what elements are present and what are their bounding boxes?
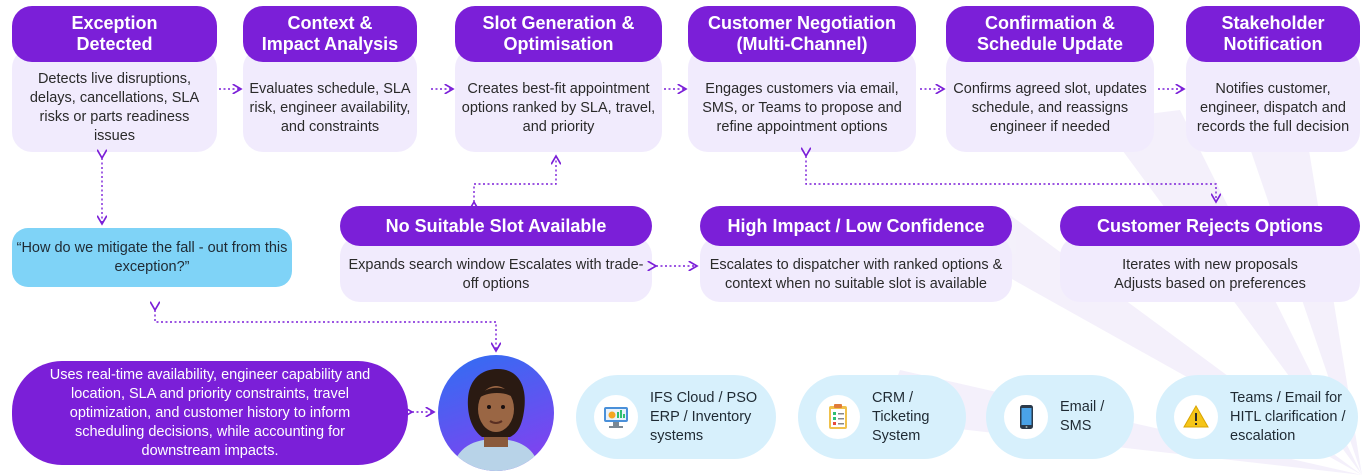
step-title: Confirmation & Schedule Update bbox=[946, 6, 1154, 62]
smartphone-icon bbox=[1004, 395, 1048, 439]
system-label: Teams / Email for HITL clarification / e… bbox=[1230, 389, 1346, 444]
step-card-confirmation: Confirms agreed slot, updates schedule, … bbox=[946, 6, 1154, 152]
system-crm: CRM / Ticketing System bbox=[798, 375, 966, 459]
step-title: Context & Impact Analysis bbox=[243, 6, 417, 62]
step-body: Detects live disruptions, delays, cancel… bbox=[12, 48, 217, 152]
mitigation-question: “How do we mitigate the fall - out from … bbox=[12, 228, 292, 287]
system-label: CRM / Ticketing System bbox=[872, 389, 930, 444]
agent-avatar bbox=[438, 355, 554, 471]
branch-title: Customer Rejects Options bbox=[1060, 206, 1360, 246]
agent-description: Uses real-time availability, engineer ca… bbox=[12, 361, 408, 465]
system-label: Email / SMS bbox=[1060, 399, 1105, 434]
branch-body: Escalates to dispatcher with ranked opti… bbox=[700, 236, 1012, 302]
step-body: Evaluates schedule, SLA risk, engineer a… bbox=[243, 48, 417, 152]
step-card-context-impact: Evaluates schedule, SLA risk, engineer a… bbox=[243, 6, 417, 152]
step-title: Slot Generation & Optimisation bbox=[455, 6, 662, 62]
step-body: Engages customers via email, SMS, or Tea… bbox=[688, 48, 916, 152]
step-title: Exception Detected bbox=[12, 6, 217, 62]
monitor-gear-icon bbox=[594, 395, 638, 439]
step-body: Notifies customer, engineer, dispatch an… bbox=[1186, 48, 1360, 152]
branch-card-no-suitable-slot: Expands search window Escalates with tra… bbox=[340, 206, 652, 302]
branch-card-high-impact: Escalates to dispatcher with ranked opti… bbox=[700, 206, 1012, 302]
system-ifs-cloud: IFS Cloud / PSO ERP / Inventory systems bbox=[576, 375, 776, 459]
system-teams-email: Teams / Email for HITL clarification / e… bbox=[1156, 375, 1358, 459]
system-email-sms: Email / SMS bbox=[986, 375, 1134, 459]
step-body: Creates best-fit appointment options ran… bbox=[455, 48, 662, 152]
branch-title: No Suitable Slot Available bbox=[340, 206, 652, 246]
branch-body: Iterates with new proposals Adjusts base… bbox=[1060, 236, 1360, 302]
step-card-customer-negotiation: Engages customers via email, SMS, or Tea… bbox=[688, 6, 916, 152]
person-portrait-icon bbox=[452, 369, 540, 471]
step-title: Stakeholder Notification bbox=[1186, 6, 1360, 62]
system-label: IFS Cloud / PSO ERP / Inventory systems bbox=[650, 389, 758, 444]
step-card-slot-generation: Creates best-fit appointment options ran… bbox=[455, 6, 662, 152]
clipboard-checklist-icon bbox=[816, 395, 860, 439]
branch-card-customer-rejects: Iterates with new proposals Adjusts base… bbox=[1060, 206, 1360, 302]
branch-body: Expands search window Escalates with tra… bbox=[340, 236, 652, 302]
step-title: Customer Negotiation (Multi-Channel) bbox=[688, 6, 916, 62]
branch-title: High Impact / Low Confidence bbox=[700, 206, 1012, 246]
step-card-stakeholder-notification: Notifies customer, engineer, dispatch an… bbox=[1186, 6, 1360, 152]
step-body: Confirms agreed slot, updates schedule, … bbox=[946, 48, 1154, 152]
warning-icon bbox=[1174, 395, 1218, 439]
step-card-exception-detected: Detects live disruptions, delays, cancel… bbox=[12, 6, 217, 152]
